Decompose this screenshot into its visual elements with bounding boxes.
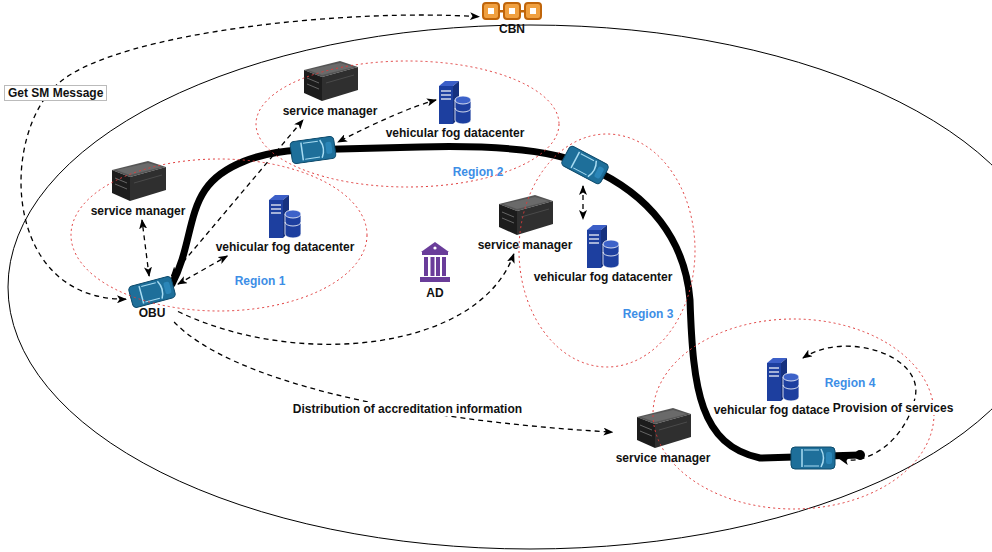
node-label: service manager [475, 238, 576, 252]
server-icon [112, 161, 166, 201]
car-icon [791, 447, 835, 469]
region-area: Region 1 service manager vehicular fog dat… [70, 158, 368, 312]
icon-node: AD [417, 238, 453, 302]
road [172, 147, 860, 458]
icon-node: CBN [479, 0, 545, 38]
node-label: service manager [88, 204, 189, 218]
edge-label: Get SM Message [4, 85, 107, 101]
region-label: Region 1 [235, 274, 286, 288]
datacenter-icon [269, 195, 301, 238]
annotation-label: Provision of services [830, 401, 957, 415]
icon-node: service manager [280, 56, 381, 120]
icon-node: service manager [88, 156, 189, 220]
node-label: OBU [126, 306, 178, 320]
node-label: AD [417, 286, 453, 300]
icon-node: OBU [126, 276, 178, 322]
dashed-connector [174, 322, 612, 432]
region-outline [70, 158, 368, 312]
server-icon [637, 408, 691, 448]
car-icon [290, 136, 337, 164]
node-label: vehicular fog datacenter [531, 270, 676, 284]
icon-node: service manager [475, 190, 576, 254]
node-label: vehicular fog datacenter [213, 240, 358, 254]
car-icon [560, 145, 609, 185]
node-label: vehicular fog datacenter [383, 126, 528, 140]
server-icon [499, 195, 553, 235]
datacenter-icon [439, 81, 471, 124]
datacenter-icon [767, 358, 799, 401]
icon-node: vehicular fog datacenter [531, 220, 676, 286]
outer-boundary [8, 25, 992, 549]
dashed-arrow [582, 186, 583, 219]
authority-icon [420, 242, 450, 282]
node-label: service manager [613, 451, 714, 465]
region-outline [255, 60, 560, 188]
dashed-connector [142, 220, 149, 276]
dashed-connector [178, 256, 227, 284]
blockchain-icon [483, 3, 541, 19]
car-icon [128, 276, 176, 309]
node-label: service manager [280, 104, 381, 118]
dashed-connector [178, 254, 514, 344]
icon-node: service manager [613, 403, 714, 467]
node-label: CBN [479, 22, 545, 36]
dashed-connector [21, 15, 479, 299]
server-icon [304, 61, 358, 101]
region-label: Region 3 [623, 307, 674, 321]
icon-node: vehicular fog datacenter [213, 190, 358, 256]
region-label: Region 2 [453, 165, 504, 179]
edge-label: Distribution of accreditation informatio… [290, 402, 525, 416]
region-area: Region 2 service managervehicular fog dat… [255, 60, 560, 188]
region-label: Region 4 [825, 376, 876, 390]
icon-node: vehicular fog datacenter [383, 76, 528, 142]
datacenter-icon [587, 225, 619, 268]
